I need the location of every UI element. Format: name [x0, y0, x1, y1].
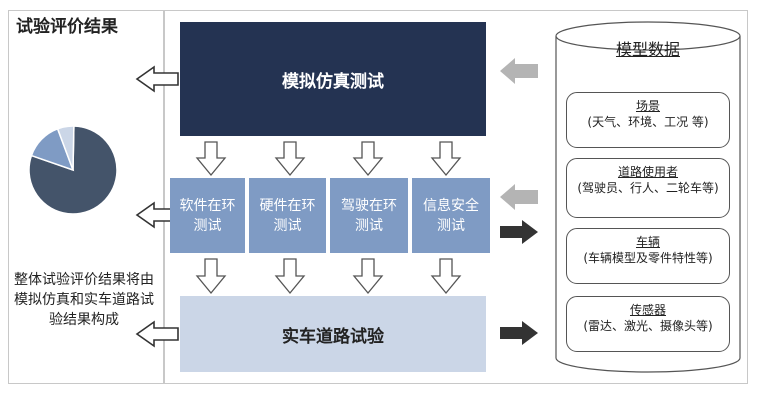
road-test-block: 实车道路试验: [180, 296, 486, 372]
sub-test-label: 测试: [273, 217, 302, 234]
model-item-title: 车辆: [635, 235, 660, 249]
sub-test-block-dil: 驾驶在环测试: [330, 178, 408, 253]
sub-test-block-sil: 软件在环测试: [170, 178, 245, 253]
sub-test-label: 测试: [437, 217, 465, 234]
arrow-model-to-subtests: [500, 184, 538, 210]
results-panel: [8, 10, 164, 384]
model-item-sensor: 传感器 (雷达、激光、摄像头等): [566, 296, 730, 352]
arrow-sim-to-results: [135, 65, 179, 93]
model-item-road-users: 道路使用者 (驾驶员、行人、二轮车等): [566, 158, 730, 218]
summary-text: 整体试验评价结果将由模拟仿真和实车道路试验结果构成: [14, 272, 154, 328]
process-panel: [164, 10, 748, 384]
simulation-test-label: 模拟仿真测试: [282, 71, 384, 92]
sub-test-label: 软件在环: [179, 197, 236, 214]
arrow-subtests-to-model: [500, 220, 538, 244]
sub-test-label: 驾驶在环: [341, 197, 397, 214]
arrow-road-to-model: [500, 321, 538, 345]
model-item-vehicle: 车辆 (车辆模型及零件特性等): [566, 228, 730, 284]
road-test-label: 实车道路试验: [282, 326, 384, 347]
model-data-title: 模型数据: [615, 40, 680, 59]
simulation-test-block: 模拟仿真测试: [180, 22, 486, 136]
sub-test-label: 测试: [193, 217, 222, 234]
sub-test-label: 测试: [355, 217, 383, 234]
model-item-desc: (天气、环境、工况 等): [587, 115, 709, 129]
pie-chart: [28, 125, 118, 215]
sub-test-label: 信息安全: [423, 197, 479, 214]
sub-test-block-hil: 硬件在环测试: [249, 178, 326, 253]
arrow-road-to-results: [135, 320, 179, 348]
sub-test-block-security: 信息安全测试: [412, 178, 490, 253]
model-item-desc: (车辆模型及零件特性等): [583, 251, 713, 265]
results-title: 试验评价结果: [16, 17, 118, 37]
model-item-title: 场景: [635, 99, 660, 113]
model-item-title: 传感器: [629, 303, 666, 317]
model-item-scene: 场景 (天气、环境、工况 等): [566, 92, 730, 148]
pie-slice-major: [28, 125, 118, 215]
pie-slice-minor: [56, 125, 75, 171]
model-item-desc: (雷达、激光、摄像头等): [583, 319, 713, 333]
down-arrows-sim-to-subtests: [195, 141, 462, 177]
arrow-model-to-sim: [500, 58, 538, 84]
sub-test-label: 硬件在环: [259, 197, 316, 214]
model-item-title: 道路使用者: [617, 165, 678, 179]
down-arrows-subtests-to-road: [195, 258, 462, 295]
model-item-desc: (驾驶员、行人、二轮车等): [577, 181, 719, 195]
